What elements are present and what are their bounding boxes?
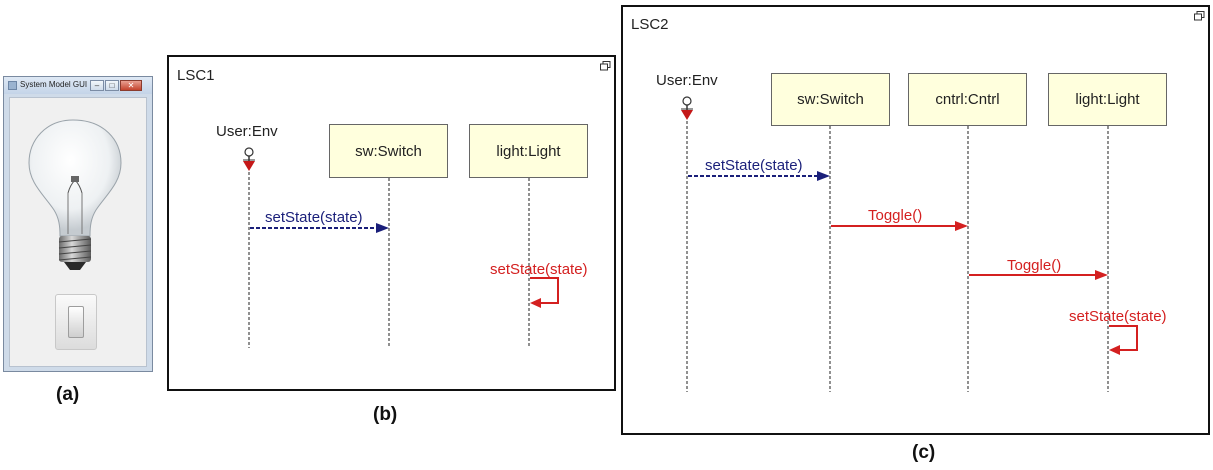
self-message-arrow [1109,325,1138,351]
message-arrowhead [1095,270,1108,280]
message-arrowhead [817,171,830,181]
app-icon [8,81,17,90]
message-label: setState(state) [705,157,803,174]
actor-label: User:Env [216,123,278,140]
lsc1-label: LSC1 [177,67,215,84]
lifeline-cntrl: cntrl:Cntrl [908,73,1027,126]
caption-c: (c) [912,442,936,463]
system-model-gui-window: System Model GUI – □ ✕ [3,76,153,372]
self-message-label: setState(state) [490,261,588,278]
actor-icon [681,96,693,120]
message-arrowhead [376,223,389,233]
caption-a: (a) [56,384,80,405]
window-titlebar: System Model GUI – □ ✕ [4,77,152,94]
light-bulb-icon [28,119,122,270]
actor-label: User:Env [656,72,718,89]
window-content [9,97,147,367]
restore-icon[interactable] [600,61,611,71]
close-icon[interactable]: ✕ [120,80,142,91]
window-title: System Model GUI [20,80,88,89]
lsc1-frame [167,55,616,391]
message-label: setState(state) [265,209,363,226]
message-arrowhead [955,221,968,231]
lifeline-switch: sw:Switch [329,124,448,178]
caption-b: (b) [373,404,398,425]
actor-icon [243,147,255,171]
self-message-arrowhead [530,298,541,308]
maximize-icon[interactable]: □ [105,80,119,91]
lifeline-switch: sw:Switch [771,73,890,126]
switch-button[interactable] [55,294,97,350]
minimize-icon[interactable]: – [90,80,104,91]
lifeline-light: light:Light [1048,73,1167,126]
lifeline-light: light:Light [469,124,588,178]
self-message-label: setState(state) [1069,308,1167,325]
restore-icon[interactable] [1194,11,1205,21]
self-message-arrowhead [1109,345,1120,355]
self-message-arrow [530,277,559,304]
message-label: Toggle() [868,207,922,224]
lsc2-label: LSC2 [631,16,669,33]
switch-toggle[interactable] [68,306,84,338]
message-label: Toggle() [1007,257,1061,274]
